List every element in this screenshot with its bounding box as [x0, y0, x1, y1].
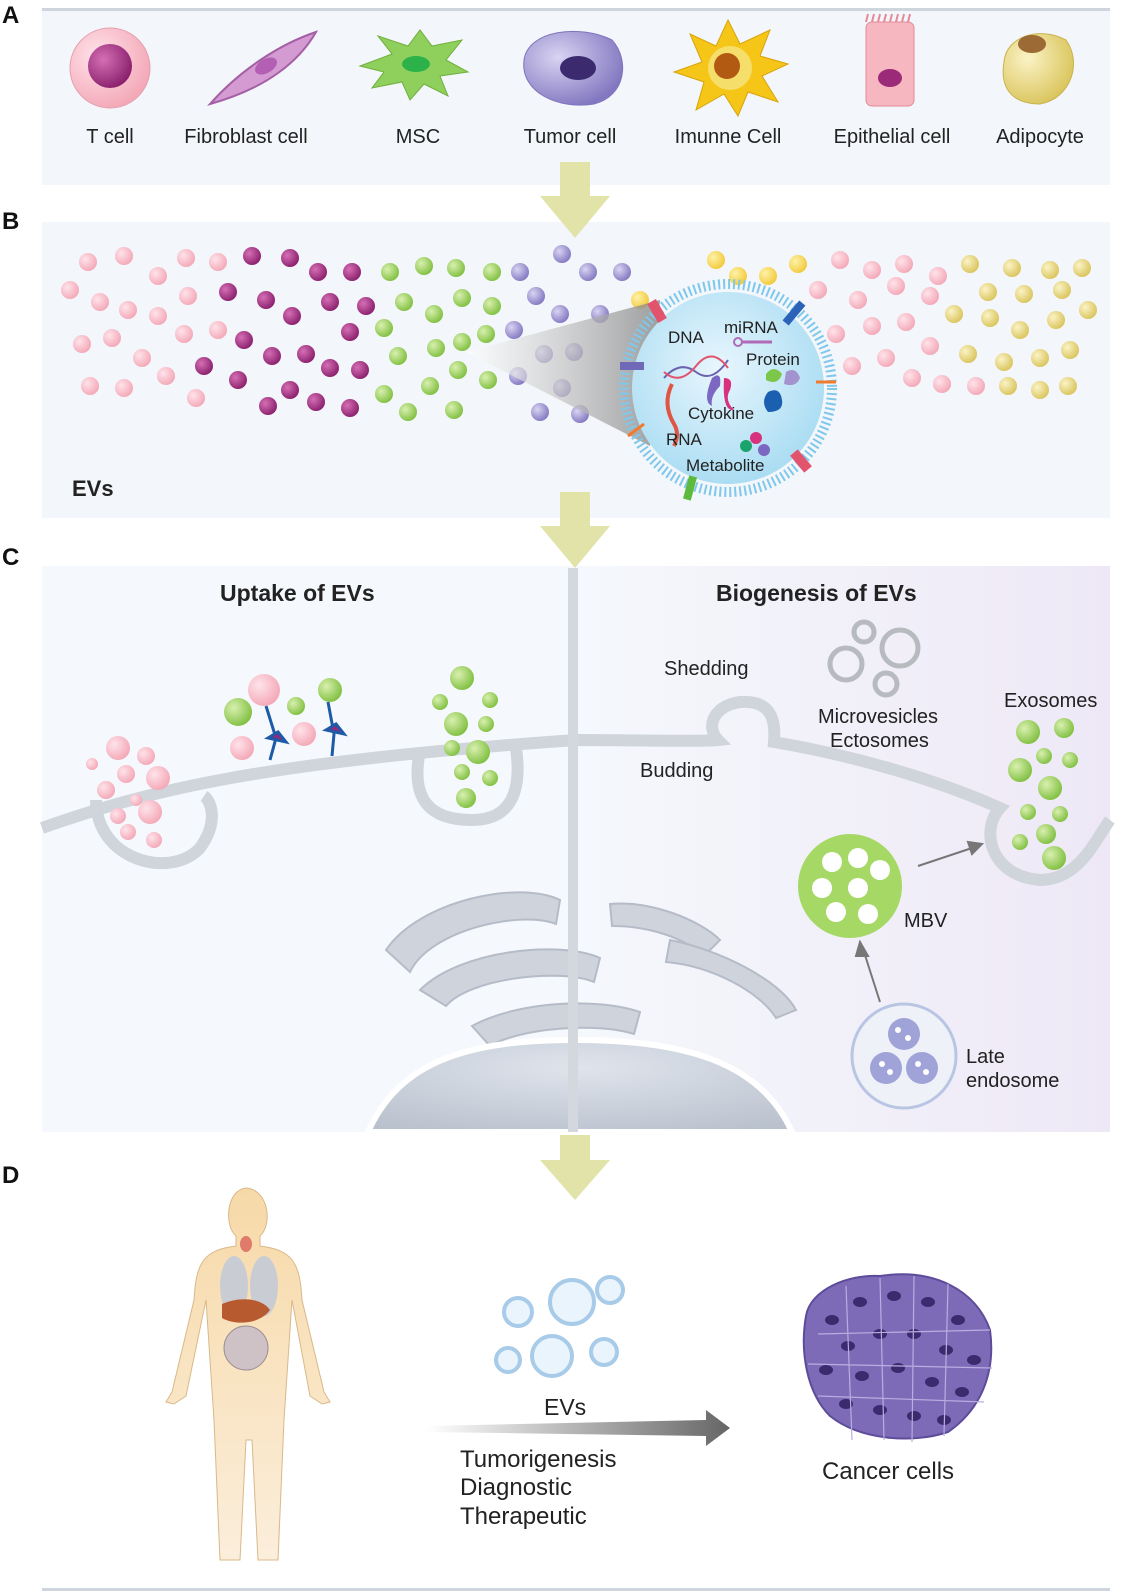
epithelial-cell-icon — [865, 13, 915, 107]
cell-label-msc: MSC — [395, 126, 441, 148]
uptake-title: Uptake of EVs — [220, 580, 375, 606]
cargo-protein-label: Protein — [746, 350, 800, 369]
uptake-particles-green — [224, 666, 498, 808]
endocytic-pit — [90, 791, 218, 869]
endosome-label: endosome — [966, 1070, 1060, 1092]
cell-label-t-cell: T cell — [86, 126, 134, 148]
ev-particles-yellow — [945, 255, 1097, 399]
tumorigenesis-label: Tumorigenesis — [460, 1446, 617, 1473]
cargo-cytokine-label: Cytokine — [688, 404, 755, 423]
immune-cell-icon — [672, 18, 790, 118]
arrow-right-icon — [426, 1410, 730, 1446]
ev-vesicles-d — [494, 1275, 625, 1378]
biogenesis-title: Biogenesis of EVs — [716, 580, 917, 606]
t-cell-icon — [69, 27, 151, 109]
cell-label-immune: Imunne Cell — [674, 126, 782, 148]
exosomes-label: Exosomes — [1004, 690, 1098, 712]
cancer-cells-label: Cancer cells — [822, 1458, 955, 1485]
arrow-icon — [854, 840, 985, 1003]
evs-d-label: EVs — [544, 1394, 587, 1420]
zoom-cone — [466, 300, 660, 446]
diagnostic-label: Diagnostic — [460, 1474, 573, 1501]
ev-particles-green — [375, 257, 501, 421]
arrow-down-icon — [540, 492, 610, 568]
human-body-icon — [165, 1187, 331, 1561]
cell-label-fibroblast: Fibroblast cell — [184, 126, 308, 148]
mbv-label: MBV — [904, 910, 948, 932]
cargo-dna-label: DNA — [668, 328, 704, 347]
endocytic-pit — [411, 747, 524, 827]
cell-label-tumor: Tumor cell — [523, 126, 617, 148]
panel-letter-b: B — [2, 208, 20, 235]
protein-icon — [766, 369, 800, 386]
cell-label-adipocyte: Adipocyte — [996, 126, 1084, 148]
golgi-icon — [384, 891, 798, 1048]
ev-particles-pink — [61, 247, 985, 407]
late-endosome-icon — [850, 1002, 958, 1110]
late-label: Late — [966, 1046, 1005, 1068]
arrow-down-icon — [540, 162, 610, 238]
dna-icon — [663, 355, 729, 379]
panel-divider — [568, 568, 578, 1132]
therapeutic-label: Therapeutic — [460, 1503, 587, 1530]
panel-letter-a: A — [2, 2, 20, 29]
cell-label-epithelial: Epithelial cell — [833, 126, 951, 148]
budding-label: Budding — [640, 760, 714, 782]
adipocyte-icon — [1002, 33, 1074, 105]
rna-icon — [665, 383, 679, 447]
tumor-cell-icon — [523, 30, 624, 106]
cargo-mirna-label: miRNA — [724, 318, 778, 337]
mirna-icon — [733, 337, 772, 347]
msc-icon — [358, 29, 470, 101]
ev-particles-purple — [195, 247, 375, 417]
cargo-rna-label: RNA — [666, 430, 702, 449]
uptake-particles-pink — [86, 674, 316, 848]
ectosomes-label: Ectosomes — [830, 730, 929, 752]
fibroblast-cell-icon — [207, 30, 319, 106]
cargo-metabolite-label: Metabolite — [686, 456, 765, 475]
cytokine-icon — [707, 375, 783, 412]
plasma-membrane — [40, 695, 1115, 887]
arrow-down-icon — [540, 1134, 610, 1200]
panel-letter-c: C — [2, 544, 20, 571]
panel-letter-d: D — [2, 1162, 20, 1189]
exosome-particles — [1008, 718, 1078, 870]
microvesicle-icons — [827, 619, 921, 698]
receptor-icon — [264, 701, 348, 761]
microvesicles-label: Microvesicles — [818, 706, 939, 728]
mbv-icon — [798, 834, 902, 938]
evs-label: EVs — [72, 476, 114, 501]
metabolite-icon — [740, 432, 770, 456]
shedding-label: Shedding — [664, 658, 749, 680]
cancer-cells-icon — [802, 1273, 993, 1443]
